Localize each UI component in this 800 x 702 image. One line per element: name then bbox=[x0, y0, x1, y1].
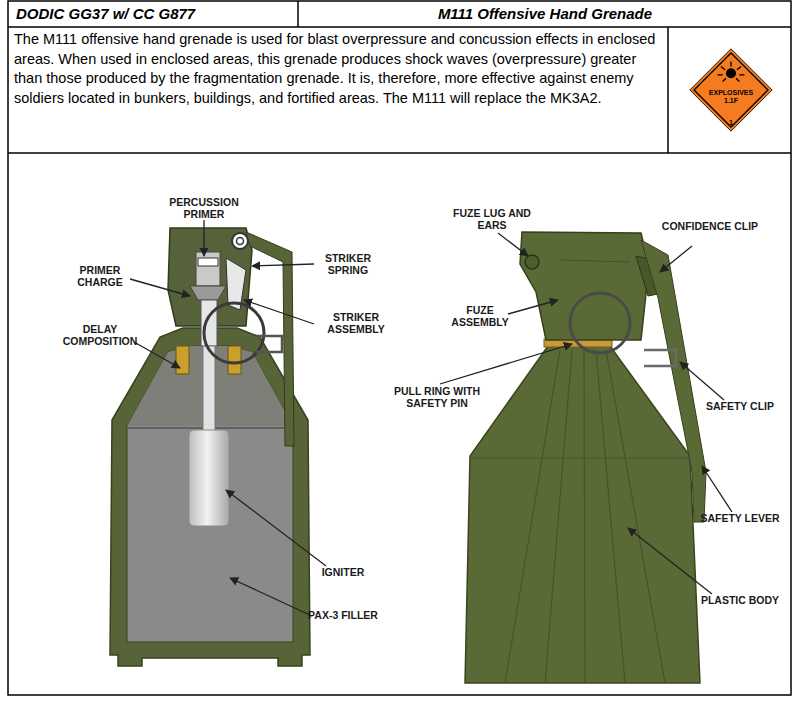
part-label: PAX-3 FILLER bbox=[300, 609, 386, 621]
hazard-text: 1.1F bbox=[689, 97, 773, 105]
hazard-diamond: EXPLOSIVES1.1F 1 bbox=[689, 48, 773, 132]
header-code: DODIC GG37 w/ CC G877 bbox=[16, 5, 294, 22]
part-label: PLASTIC BODY bbox=[700, 594, 780, 606]
leader-lines bbox=[130, 220, 732, 616]
part-label: SAFETY CLIP bbox=[700, 400, 780, 412]
page-frame bbox=[8, 1, 791, 695]
hazard-text: EXPLOSIVES bbox=[689, 89, 773, 97]
cutaway-grenade bbox=[110, 228, 310, 666]
part-label: IGNITER bbox=[300, 566, 386, 578]
header-title: M111 Offensive Hand Grenade bbox=[300, 5, 790, 22]
part-label: FUZE LUG AND EARS bbox=[440, 207, 544, 231]
part-label: CONFIDENCE CLIP bbox=[660, 220, 760, 232]
part-label: PULL RING WITH SAFETY PIN bbox=[392, 385, 482, 409]
part-label: SAFETY LEVER bbox=[700, 512, 780, 524]
hazard-text: 1 bbox=[689, 119, 773, 127]
part-label: STRIKER ASSEMBLY bbox=[312, 311, 400, 335]
description-text: The M111 offensive hand grenade is used … bbox=[14, 30, 664, 108]
part-label: PRIMER CHARGE bbox=[60, 264, 140, 288]
part-label: PERCUSSION PRIMER bbox=[150, 196, 258, 220]
exterior-grenade bbox=[465, 232, 706, 683]
part-label: STRIKER SPRING bbox=[310, 252, 386, 276]
part-label: FUZE ASSEMBLY bbox=[440, 304, 520, 328]
part-label: DELAY COMPOSITION bbox=[52, 323, 148, 347]
diamond-text-area: EXPLOSIVES1.1F 1 bbox=[689, 48, 773, 127]
